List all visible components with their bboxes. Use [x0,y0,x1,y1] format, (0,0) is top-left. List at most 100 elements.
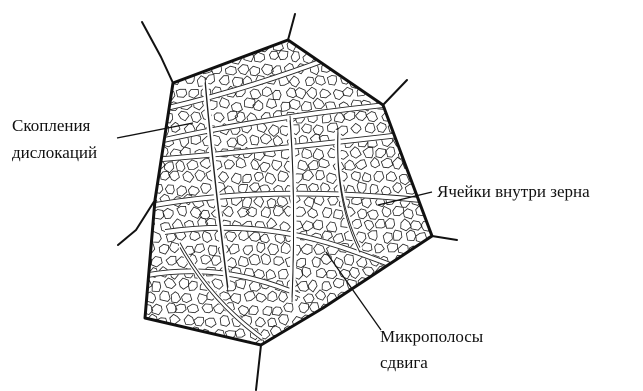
dislocation-cell [317,268,327,277]
dislocation-cell [406,303,415,313]
dislocation-cell [169,171,179,181]
dislocation-cell [344,330,354,340]
dislocation-cell [403,113,413,123]
dislocation-cell [176,89,187,97]
shear-band-gap [165,228,431,285]
dislocation-cell [349,267,359,278]
dislocation-cell [299,303,309,313]
dislocation-cell [302,267,311,278]
dislocation-cell [313,98,324,108]
dislocation-cell [400,101,409,111]
dislocation-cell [327,222,337,232]
dislocation-cell [277,196,288,207]
dislocation-cell [200,158,211,168]
dislocation-cell [344,254,354,265]
dislocation-cell [194,317,204,326]
dislocation-cell [205,318,216,327]
dislocation-cell [179,278,189,289]
dislocation-cell [178,111,189,121]
dislocation-cell [182,342,193,352]
dislocation-cell [352,317,362,326]
dislocation-cell [254,172,263,181]
dislocation-cell [230,294,240,304]
dislocation-cell [307,87,317,99]
dislocation-cell [145,76,156,85]
dislocation-cell [358,331,369,341]
dislocation-cell [392,39,401,50]
dislocation-cell [365,50,374,60]
dislocation-cell [213,40,225,51]
dislocation-cell [412,292,423,303]
dislocation-cell [164,278,176,289]
dislocation-cell [314,244,326,254]
dislocation-cell [302,221,313,231]
dislocation-cell [343,87,353,96]
dislocation-cell [208,246,217,256]
dislocation-cell [281,102,290,111]
dislocation-cell [249,306,258,315]
dislocation-cell [239,256,249,266]
label-shear-microbands-line1: Микрополосы [380,327,484,346]
dislocation-cell [375,53,386,64]
dislocation-cell [195,170,205,181]
dislocation-cell [322,327,332,336]
dislocation-cell [143,41,152,51]
dislocation-cell [341,339,350,350]
dislocation-cell [279,292,288,303]
dislocation-cell [269,51,278,59]
dislocation-cell [254,52,265,62]
label-dislocation-clusters-line1: Скопления [12,116,91,135]
dislocation-cell [319,158,330,167]
dislocation-cell [398,292,407,302]
dislocation-cell [392,114,401,122]
shear-band-gap [152,135,400,160]
dislocation-cell [224,160,234,169]
dislocation-cell [201,255,212,264]
dislocation-cell [141,90,150,100]
dislocation-cell [187,160,198,170]
dislocation-cell [189,89,199,98]
dislocation-cell [250,89,261,99]
dislocation-cell [405,64,415,76]
dislocation-cell [201,183,212,193]
dislocation-cell [152,257,163,267]
dislocation-cell [369,40,379,50]
dislocation-cell [155,89,163,99]
dislocation-cell [220,98,230,109]
dislocation-cell [308,39,318,49]
dislocation-cell [375,244,385,253]
dislocation-cell [226,38,235,48]
dislocation-cell [427,206,437,216]
dislocation-cell [261,254,271,265]
dislocation-cell [326,53,336,63]
dislocation-cell [424,98,433,108]
dislocation-cell [364,220,374,230]
dislocation-cell [142,138,152,147]
dislocation-cell [191,112,201,123]
dislocation-cell [316,171,325,180]
dislocation-cell [280,339,290,348]
dislocation-cell [246,207,256,217]
dislocation-cell [381,40,390,50]
dislocation-cell [269,125,279,137]
dislocation-cell [414,317,423,326]
dislocation-cell [358,209,367,219]
dislocation-cell [303,294,314,303]
dislocation-cell [352,220,361,229]
dislocation-cell [351,172,360,182]
dislocation-cell [419,135,429,146]
dislocation-cell [278,171,288,182]
dislocation-cell [411,221,422,231]
dislocation-cell [250,135,259,145]
dislocation-cell [401,219,411,231]
dislocation-cell [362,198,372,209]
dislocation-cell [417,257,427,267]
dislocation-cell [382,65,392,74]
dislocation-cell [375,76,386,86]
dislocation-cell [261,207,270,218]
dislocation-cell [320,89,331,98]
dislocation-cell [133,51,143,62]
dislocation-cell [190,207,201,218]
dislocation-cell [187,304,198,313]
